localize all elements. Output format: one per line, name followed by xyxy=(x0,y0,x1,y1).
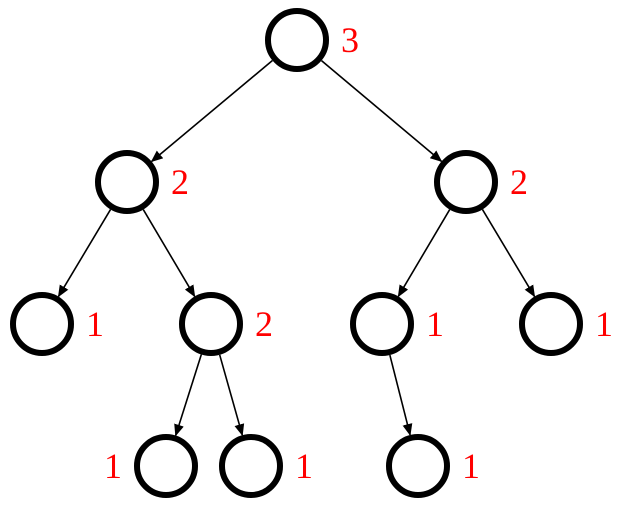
node-height-label-l: 2 xyxy=(171,162,189,202)
tree-node-rl xyxy=(350,292,414,356)
node-height-label-rr: 1 xyxy=(595,304,613,344)
tree-node-lr xyxy=(179,292,243,356)
edge-root-l xyxy=(150,59,273,163)
node-height-label-root: 3 xyxy=(341,20,359,60)
tree-node-l xyxy=(95,150,159,214)
edge-lr-lrr xyxy=(218,354,245,437)
node-height-label-r: 2 xyxy=(510,162,528,202)
node-height-label-lrr: 1 xyxy=(295,446,313,486)
edge-rl-rll xyxy=(389,354,413,436)
edge-r-rr xyxy=(481,209,536,298)
node-height-label-lrl: 1 xyxy=(104,446,122,486)
node-height-label-rll: 1 xyxy=(462,446,480,486)
tree-node-root xyxy=(265,8,329,72)
node-height-label-ll: 1 xyxy=(86,304,104,344)
node-height-label-lr: 2 xyxy=(255,304,273,344)
tree-node-ll xyxy=(10,292,74,356)
tree-node-lrr xyxy=(219,434,283,498)
edge-r-rl xyxy=(397,209,451,298)
tree-node-lrl xyxy=(134,434,198,498)
edge-lr-lrl xyxy=(174,354,203,437)
tree-node-rll xyxy=(386,434,450,498)
node-height-label-rl: 1 xyxy=(426,304,444,344)
edge-l-lr xyxy=(142,209,196,298)
edge-l-ll xyxy=(57,209,112,298)
tree-node-r xyxy=(434,150,498,214)
edge-root-r xyxy=(320,59,443,163)
tree-node-rr xyxy=(519,292,583,356)
